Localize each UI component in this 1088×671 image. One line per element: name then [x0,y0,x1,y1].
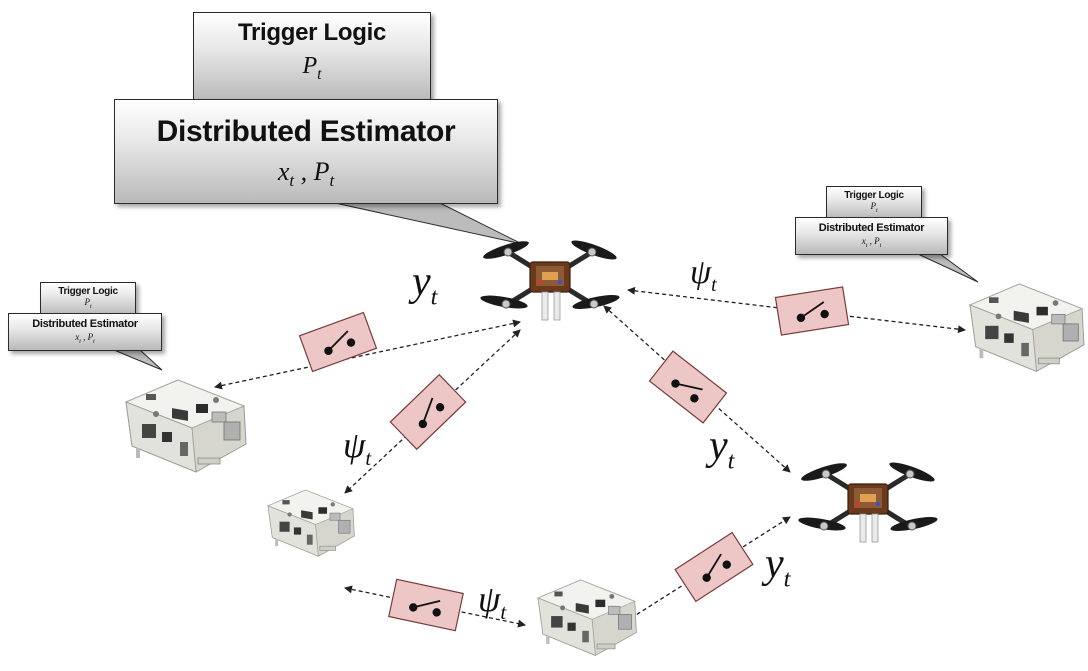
label-psi-left: ψt [343,425,372,471]
right-trigger-logic-var: Pt [870,201,878,214]
left-estimator-vars: xt , Pt [75,332,95,345]
board-left [125,379,247,473]
label-y-bottom: yt [765,541,791,593]
right-estimator-title: Distributed Estimator [818,222,925,234]
left-callout-tail [113,349,163,371]
trigger-switch-icon [387,578,465,632]
right-estimator-vars: xt , Pt [861,236,882,249]
left-estimator-title: Distributed Estimator [32,318,138,330]
right-estimator-box: Distributed Estimator xt , Pt [795,217,948,255]
trigger-switch-icon [674,531,754,603]
right-trigger-logic-box: Trigger Logic Pt [826,186,922,220]
main-trigger-logic-title: Trigger Logic [237,19,387,46]
trigger-switch-icon [774,286,850,336]
left-trigger-logic-var: Pt [84,297,92,310]
quadcopter-drone-icon [479,237,620,320]
left-trigger-logic-title: Trigger Logic [58,286,118,297]
main-trigger-logic-box: Trigger Logic Pt [193,12,431,102]
right-trigger-logic-title: Trigger Logic [844,190,904,201]
board-right [969,283,1085,372]
main-estimator-title: Distributed Estimator [156,115,456,148]
trigger-switch-icon [298,311,378,373]
label-psi-top: ψt [690,254,717,296]
label-psi-bottom: ψt [478,579,507,625]
embedded-board-icon [537,579,637,656]
label-y-right: yt [709,423,735,475]
main-trigger-logic-var: Pt [302,53,322,83]
main-callout-tail [334,202,523,245]
board-bottom [537,579,637,656]
trigger-switch-icon [648,350,728,424]
drone-right [797,459,938,542]
label-y-main: yt [412,259,438,311]
embedded-board-icon [267,489,355,557]
board-mid [267,489,355,557]
left-trigger-logic-box: Trigger Logic Pt [40,282,136,316]
main-estimator-vars: xt , Pt [277,157,335,191]
right-callout-tail [917,253,979,283]
main-estimator-box: Distributed Estimator xt , Pt [114,99,498,204]
link-board-drone-bottom [624,516,791,623]
quadcopter-drone-icon [797,459,938,542]
trigger-switch-icon [389,373,467,451]
drone-top [479,237,620,320]
left-estimator-box: Distributed Estimator xt , Pt [8,313,162,351]
embedded-board-icon [969,283,1085,372]
embedded-board-icon [125,379,247,473]
